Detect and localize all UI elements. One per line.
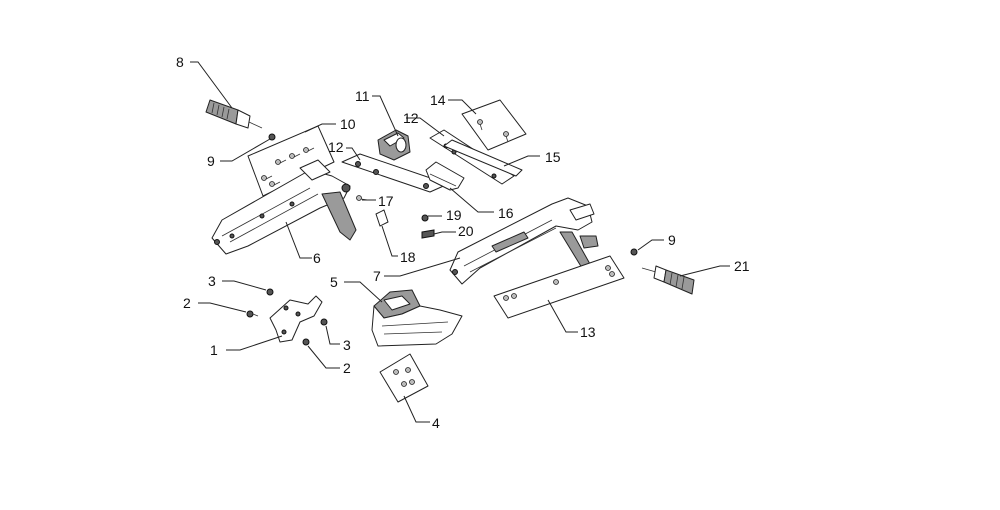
- part-21-right-footpeg: [641, 265, 695, 295]
- part-3-bolt-lower: [320, 318, 328, 326]
- label-4: 4: [432, 415, 440, 431]
- label-14: 14: [430, 92, 446, 108]
- label-15: 15: [545, 149, 561, 165]
- part-5-heel-guard: [371, 289, 463, 347]
- part-7-right-bracket: [449, 197, 599, 285]
- label-17: 17: [378, 193, 394, 209]
- part-15-strip: [443, 139, 523, 177]
- label-13: 13: [580, 324, 596, 340]
- label-2a: 2: [183, 295, 191, 311]
- label-3b: 3: [343, 337, 351, 353]
- label-7: 7: [373, 268, 381, 284]
- label-9a: 9: [207, 153, 215, 169]
- part-20-clip: [421, 229, 435, 239]
- label-21: 21: [734, 258, 750, 274]
- part-3-bolt-upper: [266, 288, 274, 296]
- label-9b: 9: [668, 232, 676, 248]
- part-8-left-footpeg: [205, 99, 263, 129]
- part-10-bolt-set: [247, 125, 335, 197]
- part-4-fastener-set: [379, 353, 429, 403]
- part-2-nut-lower: [302, 338, 310, 346]
- part-19-nut: [421, 214, 429, 222]
- label-11: 11: [355, 88, 370, 104]
- label-5: 5: [330, 274, 338, 290]
- part-11-housing: [377, 129, 411, 161]
- part-9-nut-left: [268, 133, 276, 141]
- part-9-nut-right: [630, 248, 638, 256]
- part-1-mounting-plate: [269, 295, 323, 343]
- label-12a: 12: [328, 139, 344, 155]
- label-12b: 12: [403, 110, 419, 126]
- label-19: 19: [446, 207, 462, 223]
- part-2-nut-upper: [246, 310, 259, 318]
- part-13-long-bolt-plate: [493, 255, 625, 319]
- part-18-sleeve: [375, 209, 389, 227]
- part-6-left-bracket: [211, 159, 357, 255]
- label-6: 6: [313, 250, 321, 266]
- label-1: 1: [210, 342, 218, 358]
- label-10: 10: [340, 116, 356, 132]
- label-3a: 3: [208, 273, 216, 289]
- label-16: 16: [498, 205, 514, 221]
- part-14-bolt-pair: [461, 99, 527, 151]
- label-8: 8: [176, 54, 184, 70]
- label-2b: 2: [343, 360, 351, 376]
- part-16-pad: [425, 161, 465, 191]
- label-18: 18: [400, 249, 416, 265]
- label-20: 20: [458, 223, 474, 239]
